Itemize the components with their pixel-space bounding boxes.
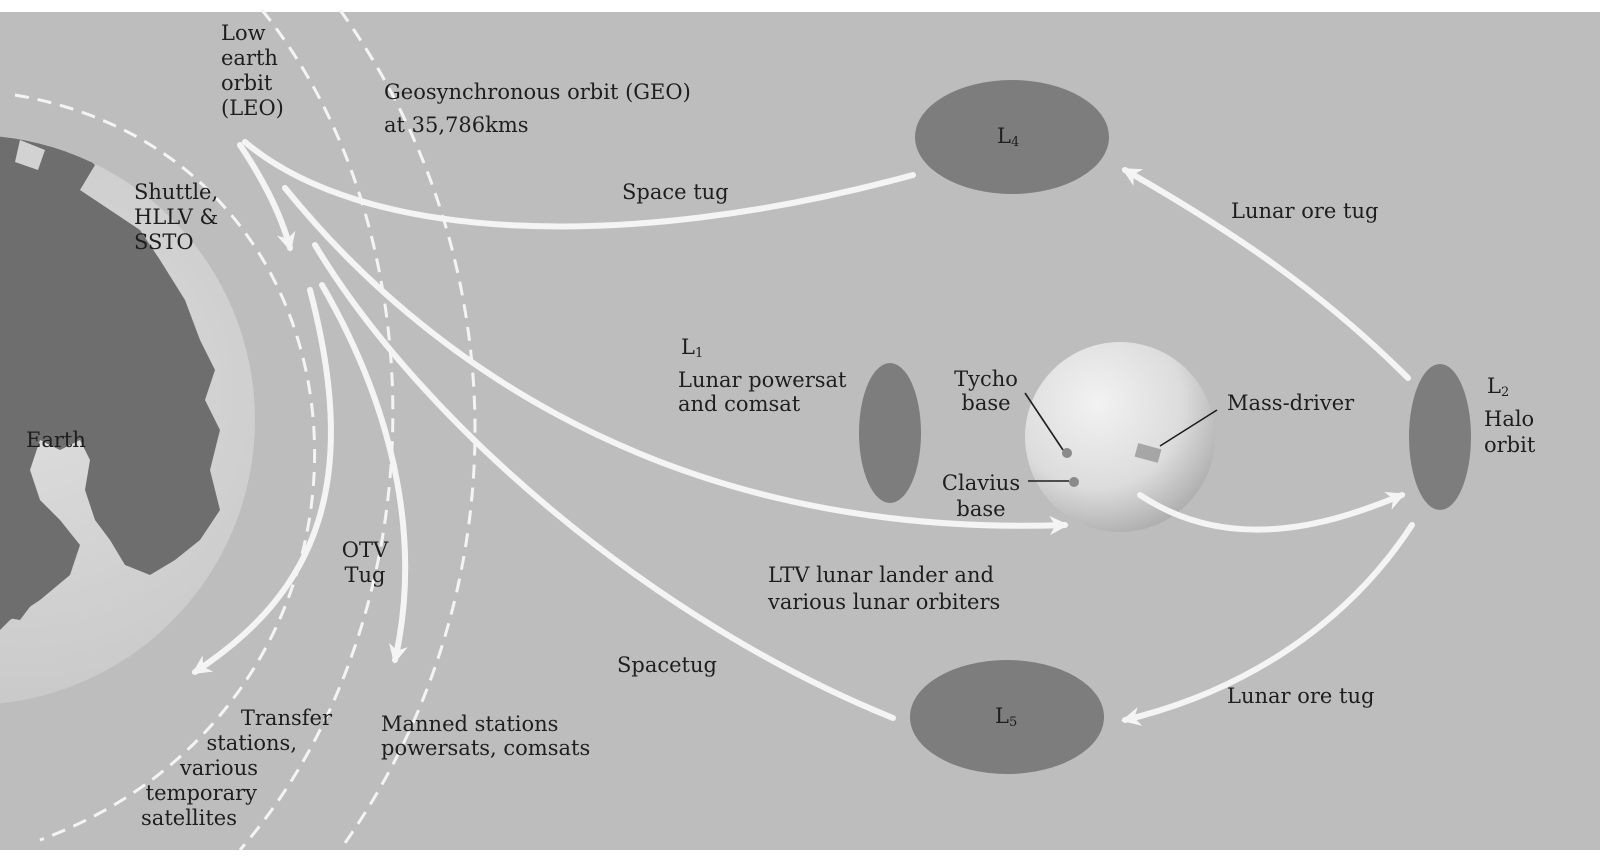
transfer-route xyxy=(191,287,334,675)
geo-orbit-dashed xyxy=(338,9,477,851)
earth-inner-orbit-dashed xyxy=(14,93,317,842)
l5-label: L5 xyxy=(995,704,1018,730)
leo-label: Low earth orbit (LEO) xyxy=(221,21,284,120)
manned-stations-label: Manned stations powersats, comsats xyxy=(381,712,591,760)
earth-landmass-south xyxy=(0,585,35,620)
earth-label: Earth xyxy=(26,428,86,452)
tycho-base-label: Tycho base xyxy=(954,367,1018,415)
clavius-base-marker xyxy=(1069,477,1079,487)
space-tug-route xyxy=(242,139,916,230)
ltv-route xyxy=(282,185,1069,536)
spacetug-route xyxy=(312,242,896,721)
lunar-ore-tug-route-bottom xyxy=(1121,522,1415,726)
l1-label: L1 xyxy=(681,335,704,361)
l2-zone xyxy=(1409,364,1471,510)
l2-label: L2 xyxy=(1487,374,1510,400)
earth-landmass xyxy=(0,135,220,640)
l4-label: L4 xyxy=(997,124,1020,150)
tycho-pointer xyxy=(1024,392,1064,451)
space-tug-label: Space tug xyxy=(622,180,729,204)
moon-icon xyxy=(1025,342,1215,532)
top-white-strip xyxy=(0,0,1600,12)
bottom-white-strip xyxy=(0,850,1600,863)
clavius-base-label: Clavius base xyxy=(941,471,1021,521)
l4-zone xyxy=(915,80,1109,194)
l5-zone xyxy=(910,660,1104,774)
earth-globe-icon xyxy=(0,135,255,704)
lunar-ore-tug-route-top xyxy=(1121,167,1411,381)
l1-description: Lunar powersat and comsat xyxy=(678,368,847,416)
mass-driver-marker xyxy=(1134,443,1162,463)
ltv-label: LTV lunar lander and various lunar orbit… xyxy=(768,563,1001,614)
lunar-ore-tug-bottom-label: Lunar ore tug xyxy=(1227,684,1375,708)
otv-tug-route xyxy=(319,282,409,664)
shuttle-label: Shuttle, HLLV & SSTO xyxy=(134,180,219,254)
leo-orbit-dashed xyxy=(238,9,395,851)
transfer-stations-label: Transfer stations, various temporary sat… xyxy=(141,706,332,830)
geo-label: Geosynchronous orbit (GEO) at 35,786kms xyxy=(384,80,691,137)
shuttle-route xyxy=(237,142,296,252)
lunar-ore-tug-top-label: Lunar ore tug xyxy=(1231,199,1379,223)
l2-description: Halo orbit xyxy=(1484,407,1536,457)
moon-to-l2-route xyxy=(1137,492,1406,533)
otv-tug-label: OTV Tug xyxy=(341,538,389,587)
tycho-base-marker xyxy=(1062,448,1072,458)
spacetug-label: Spacetug xyxy=(617,653,717,677)
l1-zone xyxy=(859,363,921,503)
mass-driver-pointer xyxy=(1159,409,1218,447)
mass-driver-label: Mass-driver xyxy=(1227,391,1355,415)
earth-landmass-inset xyxy=(15,140,45,170)
